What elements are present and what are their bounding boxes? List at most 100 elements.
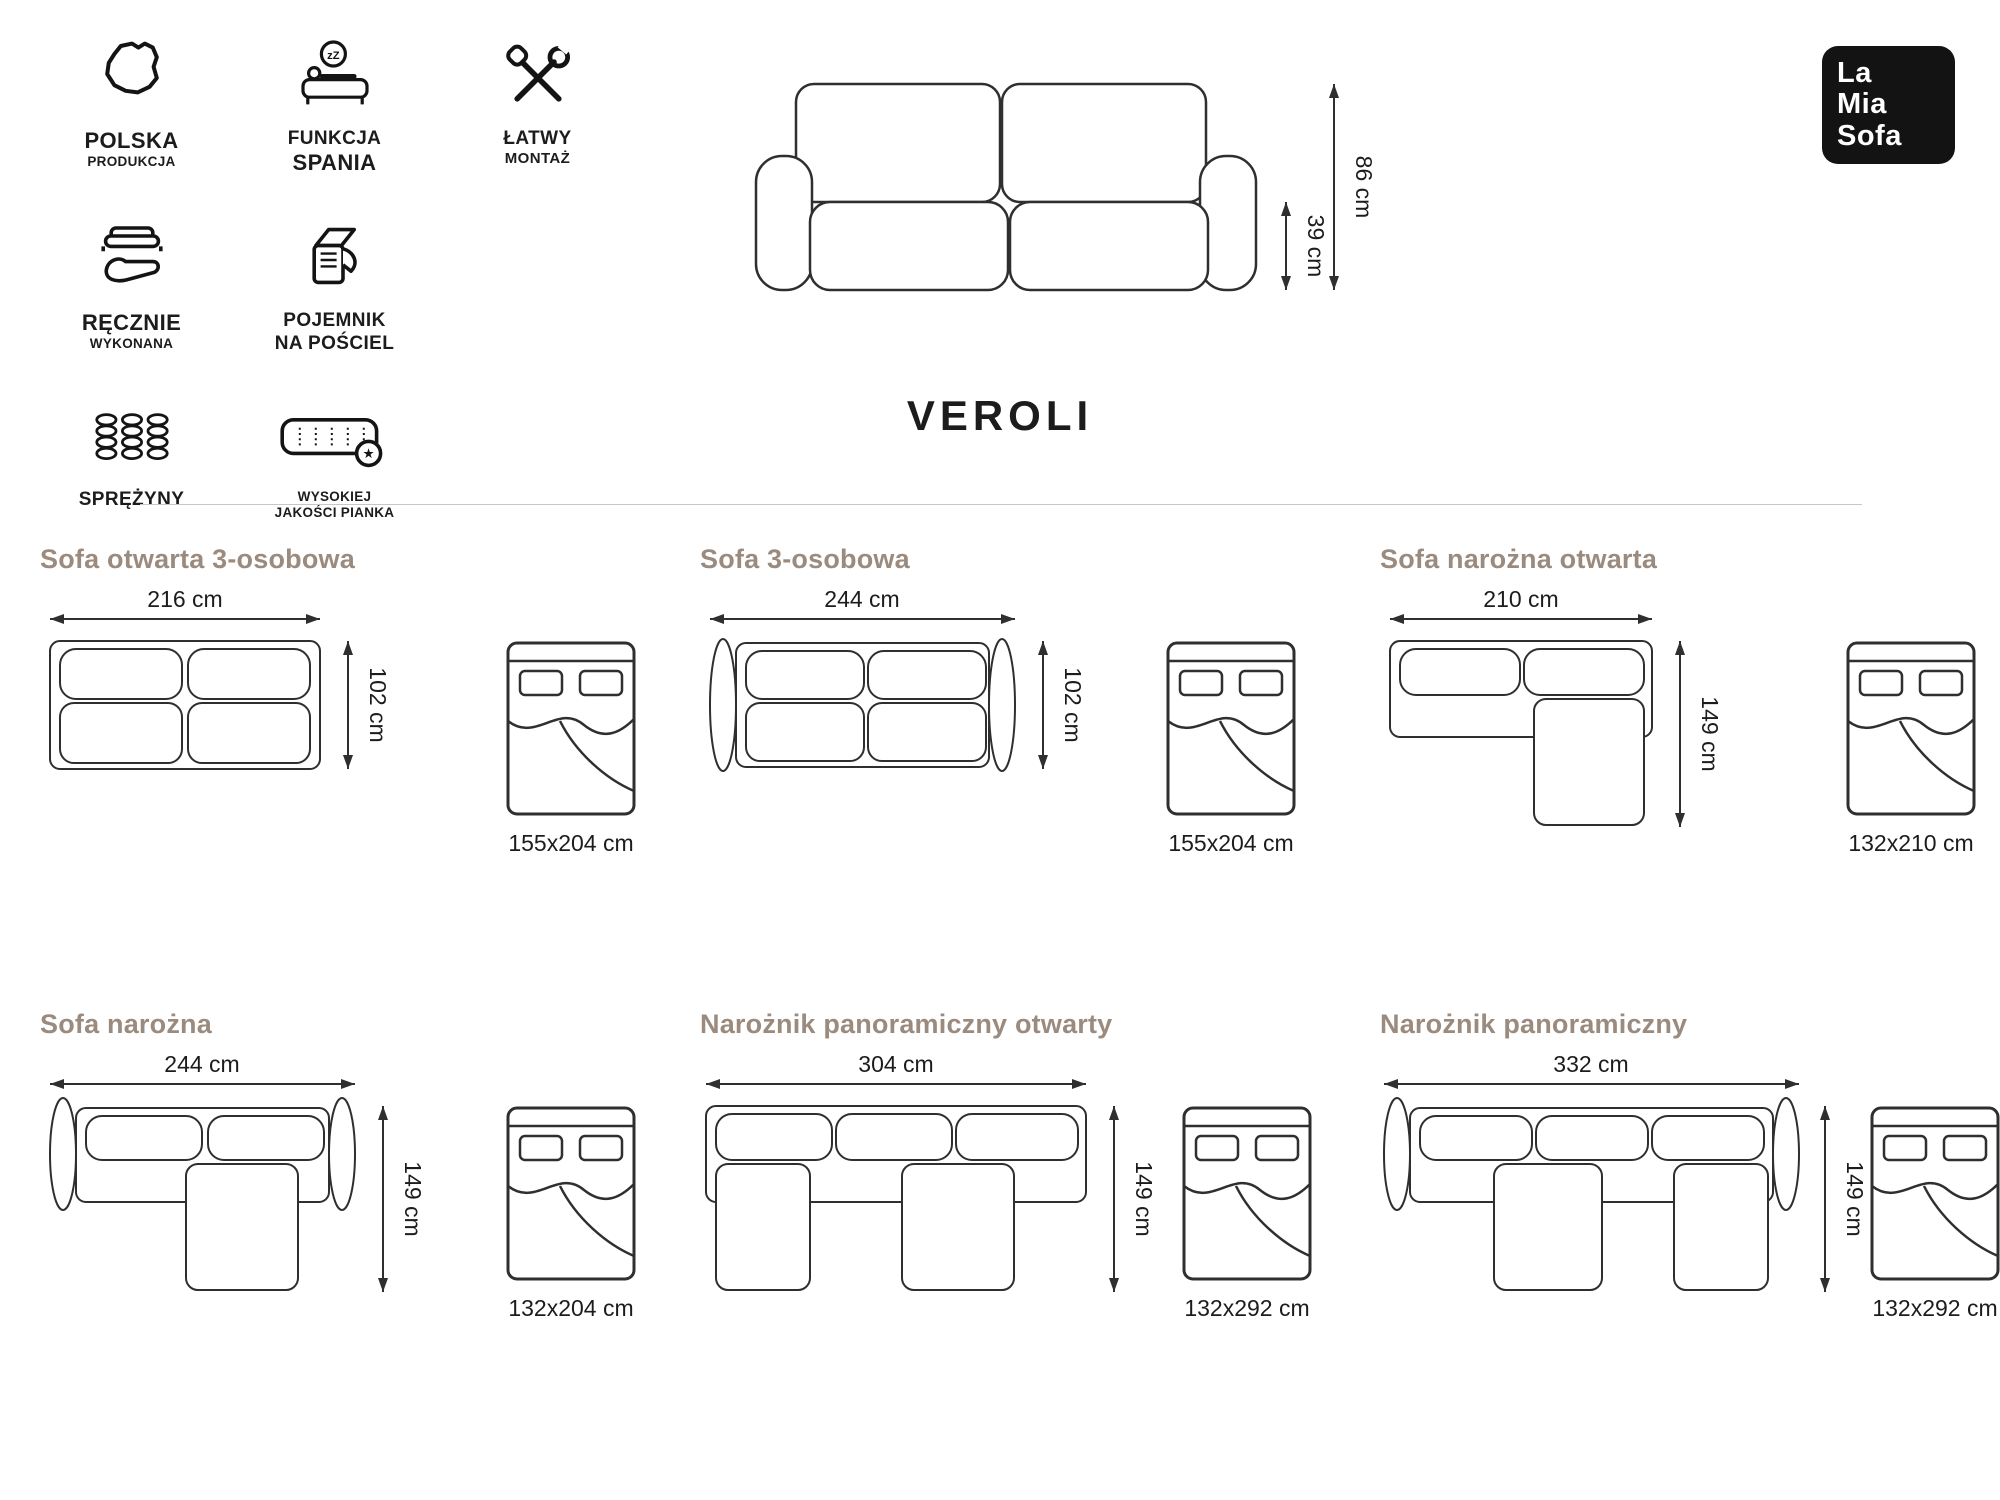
depth-dimension: 102 cm bbox=[343, 641, 391, 769]
feature-label: POLSKA PRODUKCJA bbox=[84, 128, 178, 170]
depth-dimension: 149 cm bbox=[1675, 641, 1723, 827]
depth-dimension-label: 149 cm bbox=[1131, 1161, 1157, 1236]
tools-icon bbox=[505, 38, 574, 102]
width-dimension-label: 304 cm bbox=[858, 1054, 933, 1077]
bed-icon bbox=[1182, 1106, 1312, 1281]
section-divider bbox=[140, 504, 1862, 505]
brand-logo-line: La bbox=[1837, 57, 1872, 90]
svg-text:zZ: zZ bbox=[327, 50, 340, 62]
feature-line2: WYKONANA bbox=[89, 336, 174, 352]
feature-line2: NA POŚCIEL bbox=[274, 332, 395, 354]
features-grid: POLSKA PRODUKCJA zZ FUNKCJA bbox=[44, 38, 625, 521]
feature-label: POJEMNIK NA POŚCIEL bbox=[275, 310, 394, 355]
feature-line1: FUNKCJA bbox=[287, 128, 382, 149]
bed-icon bbox=[1166, 641, 1296, 816]
bed-size-label: 132x204 cm bbox=[508, 1295, 633, 1321]
feature-line1: ŁATWY bbox=[503, 128, 572, 149]
depth-dimension-label: 102 cm bbox=[1060, 667, 1086, 742]
sleep-function-icon: zZ bbox=[300, 40, 369, 105]
feature-recznie-wykonana: RĘCZNIE WYKONANA bbox=[44, 220, 219, 352]
variant-diagram: 332 cm 149 cm 132x bbox=[1383, 1054, 2000, 1321]
sofa-top-view bbox=[49, 640, 321, 770]
width-dimension-label: 244 cm bbox=[824, 589, 899, 612]
feature-wysokiej-jakosci-pianka: ★ WYSOKIEJ JAKOŚCI PIANKA bbox=[247, 399, 422, 521]
variant-diagram: 244 cm 149 cm 132x204 cm bbox=[49, 1054, 636, 1321]
variant-card-sofa-narozna-otwarta: Sofa narożna otwarta 210 cm 149 cm bbox=[1376, 544, 1996, 909]
bedding-container-icon bbox=[311, 228, 357, 285]
bed-size-label: 132x292 cm bbox=[1184, 1295, 1309, 1321]
features-row-1: POLSKA PRODUKCJA zZ FUNKCJA bbox=[44, 38, 625, 176]
feature-label: RĘCZNIE WYKONANA bbox=[82, 310, 181, 352]
width-dimension-label: 216 cm bbox=[147, 589, 222, 612]
feature-line2: MONTAŻ bbox=[504, 150, 571, 168]
seat-height-dimension-label: 39 cm bbox=[1303, 215, 1329, 278]
feature-line1: SPRĘŻYNY bbox=[78, 489, 185, 511]
variant-card-sofa-3-osobowa: Sofa 3-osobowa 244 cm bbox=[696, 544, 1376, 909]
feature-funkcja-spania: zZ FUNKCJA SPANIA bbox=[247, 38, 422, 176]
feature-line1: RĘCZNIE bbox=[81, 310, 182, 336]
feature-pojemnik-na-posciel: POJEMNIK NA POŚCIEL bbox=[247, 220, 422, 355]
sofa-top-view bbox=[709, 638, 1016, 772]
variant-diagram: 304 cm 149 cm 132x292 cm bbox=[705, 1054, 1312, 1321]
feature-label: SPRĘŻYNY bbox=[79, 489, 185, 511]
bed-size-label: 132x292 cm bbox=[1872, 1295, 1997, 1321]
feature-line2: JAKOŚCI PIANKA bbox=[274, 505, 395, 521]
feature-line1: POLSKA bbox=[84, 128, 179, 153]
variant-title: Sofa narożna otwarta bbox=[1380, 544, 1658, 574]
width-dimension-label: 244 cm bbox=[164, 1054, 239, 1077]
sofa-front-drawing bbox=[754, 82, 1258, 292]
width-dimension: 304 cm bbox=[706, 1054, 1086, 1089]
sofa-top-view bbox=[705, 1105, 1087, 1291]
bed-icon bbox=[506, 641, 636, 816]
foam-mattress-icon: ★ bbox=[279, 418, 382, 468]
product-title: VEROLI bbox=[906, 392, 1094, 439]
feature-line2: SPANIA bbox=[292, 150, 377, 176]
svg-text:★: ★ bbox=[362, 446, 374, 461]
variants-grid: Sofa otwarta 3-osobowa 216 cm bbox=[36, 544, 2000, 1374]
variant-card-naroznik-panoramiczny-otwarty: Narożnik panoramiczny otwarty 304 cm bbox=[696, 1009, 1376, 1374]
sofa-front-view: 39 cm 86 cm bbox=[754, 82, 1377, 292]
width-dimension-label: 210 cm bbox=[1483, 589, 1558, 612]
variant-title: Sofa narożna bbox=[40, 1009, 212, 1039]
depth-dimension-label: 149 cm bbox=[1842, 1161, 1868, 1236]
brand-logo: La Mia Sofa bbox=[1822, 46, 1955, 164]
bed-icon bbox=[506, 1106, 636, 1281]
feature-latwy-montaz: ŁATWY MONTAŻ bbox=[450, 38, 625, 168]
bed-icon bbox=[1870, 1106, 2000, 1281]
sofa-top-view bbox=[1389, 640, 1653, 826]
handmade-icon bbox=[100, 226, 163, 283]
depth-dimension-label: 149 cm bbox=[1697, 696, 1723, 771]
feature-polska-produkcja: POLSKA PRODUKCJA bbox=[44, 38, 219, 170]
bed-size-label: 132x210 cm bbox=[1848, 830, 1973, 856]
width-dimension: 244 cm bbox=[710, 589, 1015, 624]
variant-diagram: 244 cm 102 cm 155x204 cm bbox=[709, 589, 1296, 856]
width-dimension: 216 cm bbox=[50, 589, 320, 624]
variant-diagram: 216 cm 102 cm 155x204 cm bbox=[49, 589, 636, 856]
depth-dimension: 149 cm bbox=[1109, 1106, 1157, 1292]
feature-line2: PRODUKCJA bbox=[87, 153, 176, 169]
width-dimension: 210 cm bbox=[1390, 589, 1652, 624]
variant-card-sofa-narozna: Sofa narożna 244 cm bbox=[36, 1009, 696, 1374]
sofa-top-view bbox=[49, 1097, 356, 1291]
total-height-dimension-label: 86 cm bbox=[1351, 156, 1377, 219]
feature-label: FUNKCJA SPANIA bbox=[288, 128, 382, 176]
depth-dimension: 102 cm bbox=[1038, 641, 1086, 769]
depth-dimension: 149 cm bbox=[378, 1106, 426, 1292]
feature-line1: WYSOKIEJ bbox=[297, 489, 372, 505]
sofa-top-view bbox=[1383, 1097, 1800, 1291]
width-dimension: 244 cm bbox=[50, 1054, 355, 1089]
feature-sprezyny: SPRĘŻYNY bbox=[44, 399, 219, 511]
variant-title: Narożnik panoramiczny otwarty bbox=[700, 1009, 1113, 1039]
feature-line1: POJEMNIK bbox=[283, 310, 386, 332]
bed-icon bbox=[1846, 641, 1976, 816]
total-height-dimension: 86 cm bbox=[1329, 84, 1377, 290]
variant-title: Sofa otwarta 3-osobowa bbox=[40, 544, 355, 574]
brand-logo-line: Mia bbox=[1837, 88, 1887, 121]
width-dimension: 332 cm bbox=[1384, 1054, 1799, 1089]
bed-size-label: 155x204 cm bbox=[1168, 830, 1293, 856]
features-row-2: RĘCZNIE WYKONANA POJEMNIK NA POŚCIEL bbox=[44, 220, 625, 355]
variant-card-naroznik-panoramiczny: Narożnik panoramiczny 332 cm bbox=[1376, 1009, 2000, 1374]
variant-diagram: 210 cm 149 cm 132x210 cm bbox=[1389, 589, 1976, 856]
depth-dimension-label: 149 cm bbox=[400, 1161, 426, 1236]
